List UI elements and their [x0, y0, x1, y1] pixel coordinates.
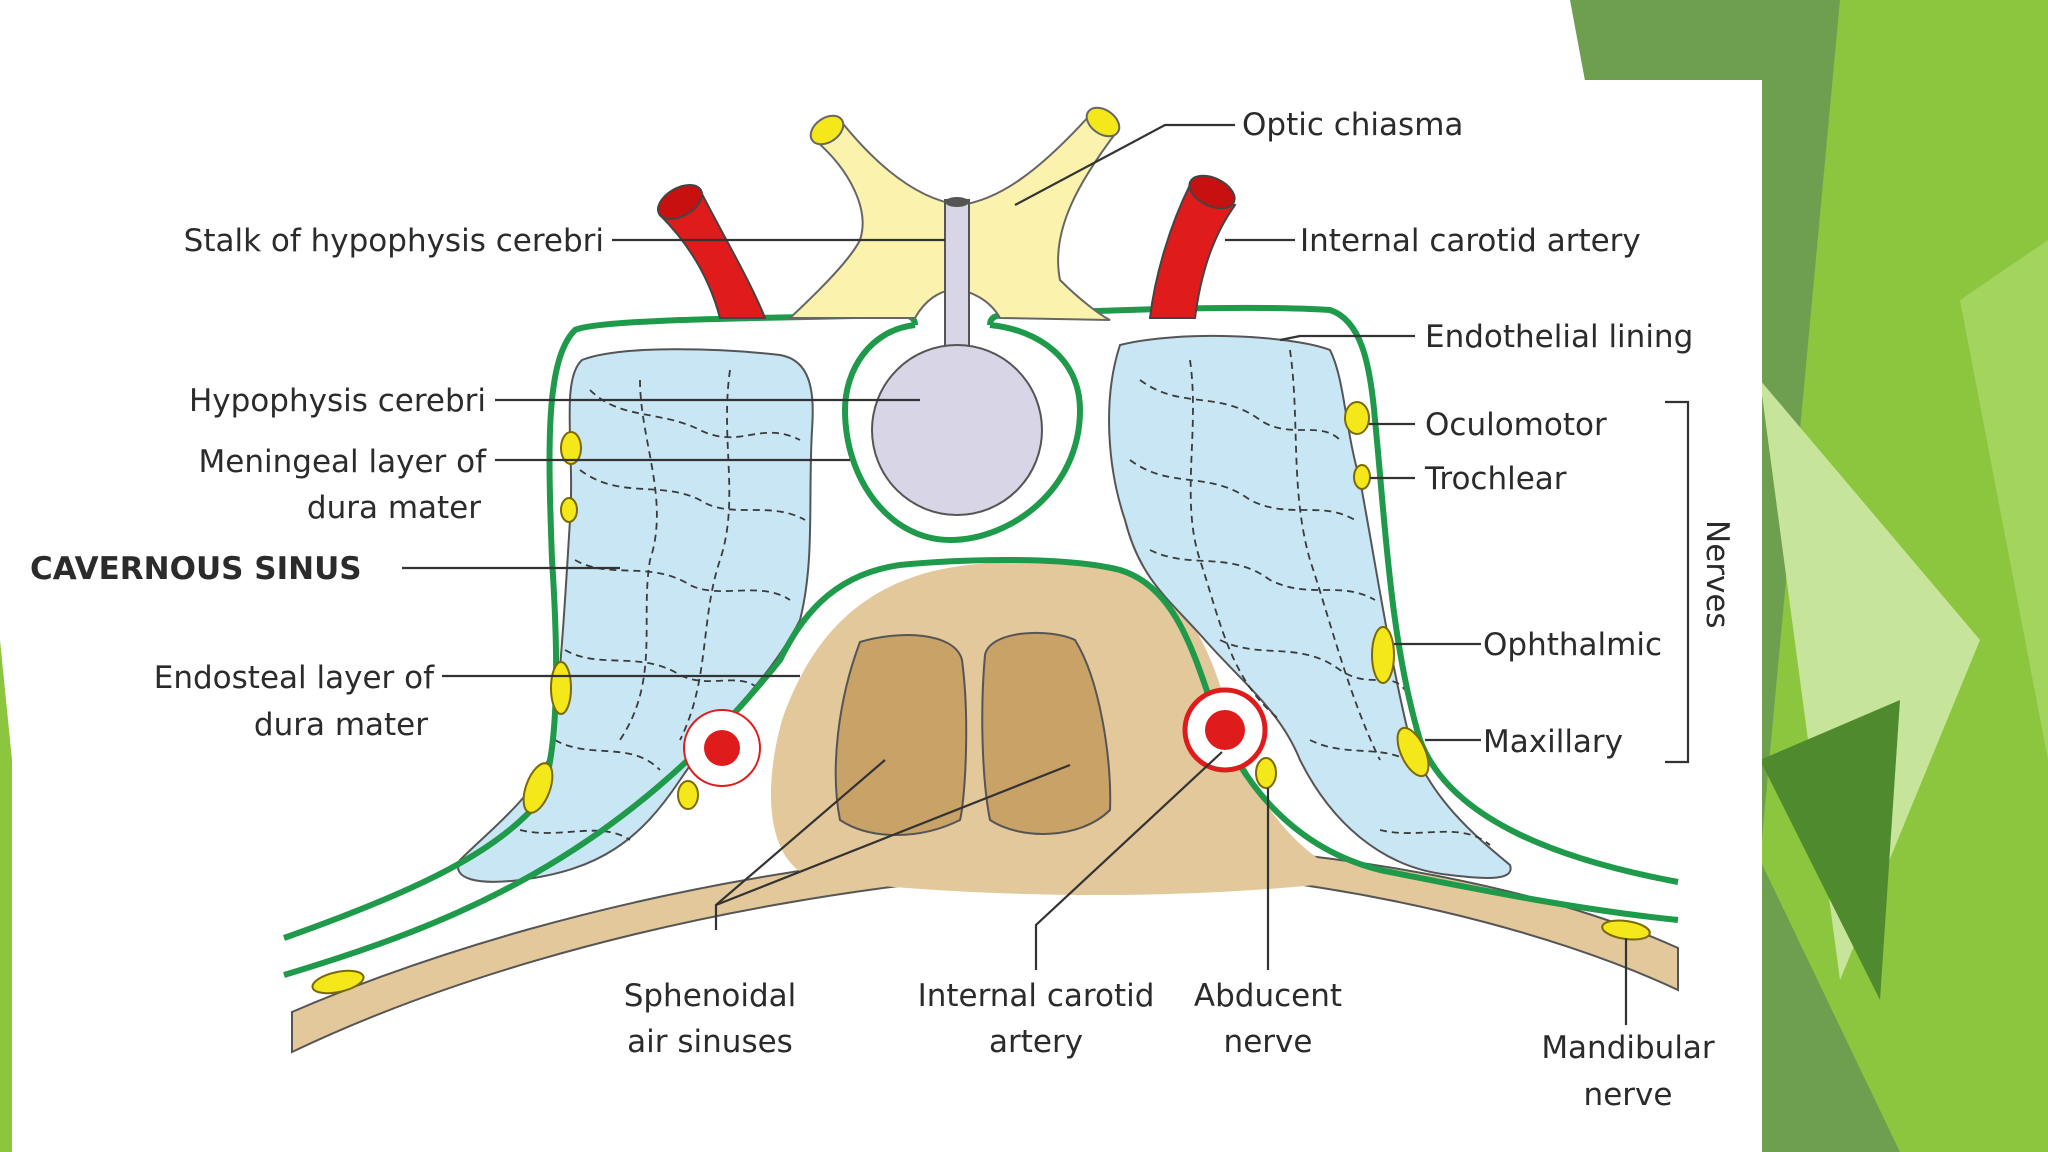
ophthalmic-nerve-left: [550, 661, 572, 715]
label-meningeal-layer-line2: dura mater: [307, 490, 481, 526]
mandibular-nerve-left: [311, 969, 365, 995]
oculomotor-nerve-right: [1344, 401, 1370, 435]
label-oculomotor: Oculomotor: [1425, 407, 1607, 443]
label-meningeal-layer-line1: Meningeal layer of: [199, 444, 488, 480]
left-air-sinus: [834, 634, 968, 836]
label-sphenoidal-line1: Sphenoidal: [624, 978, 797, 1014]
meningeal-layer-pocket: [841, 322, 1084, 544]
abducent-nerve-left: [677, 780, 699, 810]
label-trochlear: Trochlear: [1424, 461, 1567, 497]
label-sphenoidal-line2: air sinuses: [627, 1024, 793, 1060]
internal-carotid-artery-right: [1148, 183, 1237, 319]
label-ophthalmic: Ophthalmic: [1483, 627, 1662, 663]
abducent-nerve-right: [1255, 757, 1277, 789]
artery-opening-right: [1188, 174, 1236, 210]
diagram-labels: Optic chiasma Stalk of hypophysis cerebr…: [30, 107, 1735, 1113]
optic-nerve-stump-left: [809, 114, 845, 146]
label-internal-carotid-artery-top: Internal carotid artery: [1300, 223, 1641, 259]
label-optic-chiasma: Optic chiasma: [1242, 107, 1463, 143]
label-nerves: Nerves: [1699, 520, 1735, 629]
internal-carotid-artery-left: [658, 188, 767, 319]
label-internal-carotid-bottom-line1: Internal carotid: [918, 978, 1155, 1014]
label-abducent-line2: nerve: [1224, 1024, 1313, 1060]
label-endosteal-layer-line1: Endosteal layer of: [154, 660, 435, 696]
stalk-cut-end: [945, 197, 969, 207]
right-air-sinus: [981, 631, 1112, 835]
label-endosteal-layer-line2: dura mater: [254, 707, 428, 743]
artery-opening-left: [657, 183, 703, 221]
endosteal-layer: [283, 557, 1679, 978]
label-endothelial-lining: Endothelial lining: [1425, 319, 1693, 355]
internal-carotid-in-sinus-right: [1205, 710, 1245, 750]
left-cavernous-sinus: [457, 348, 814, 883]
internal-carotid-in-sinus-left: [704, 730, 740, 766]
label-maxillary: Maxillary: [1483, 724, 1623, 760]
ophthalmic-nerve-right: [1371, 626, 1395, 684]
leader-lines: [402, 123, 1690, 1025]
label-mandibular-line1: Mandibular: [1541, 1030, 1715, 1066]
maxillary-nerve-right: [1396, 726, 1430, 778]
trabeculae-pattern: [519, 349, 1491, 846]
label-abducent-line1: Abducent: [1194, 978, 1342, 1014]
hypophysis-cerebri: [871, 344, 1043, 516]
label-cavernous-sinus: CAVERNOUS SINUS: [30, 551, 362, 587]
mandibular-nerve-right: [1601, 919, 1651, 941]
trochlear-nerve-left: [560, 497, 578, 523]
optic-nerve-stump-right: [1085, 106, 1121, 138]
trochlear-nerve-right: [1353, 464, 1371, 490]
label-stalk-of-hypophysis: Stalk of hypophysis cerebri: [184, 223, 604, 259]
label-internal-carotid-bottom-line2: artery: [989, 1024, 1083, 1060]
label-hypophysis-cerebri: Hypophysis cerebri: [189, 383, 486, 419]
maxillary-nerve-left: [522, 762, 554, 814]
oculomotor-nerve-left: [560, 431, 582, 465]
label-mandibular-line2: nerve: [1584, 1077, 1673, 1113]
